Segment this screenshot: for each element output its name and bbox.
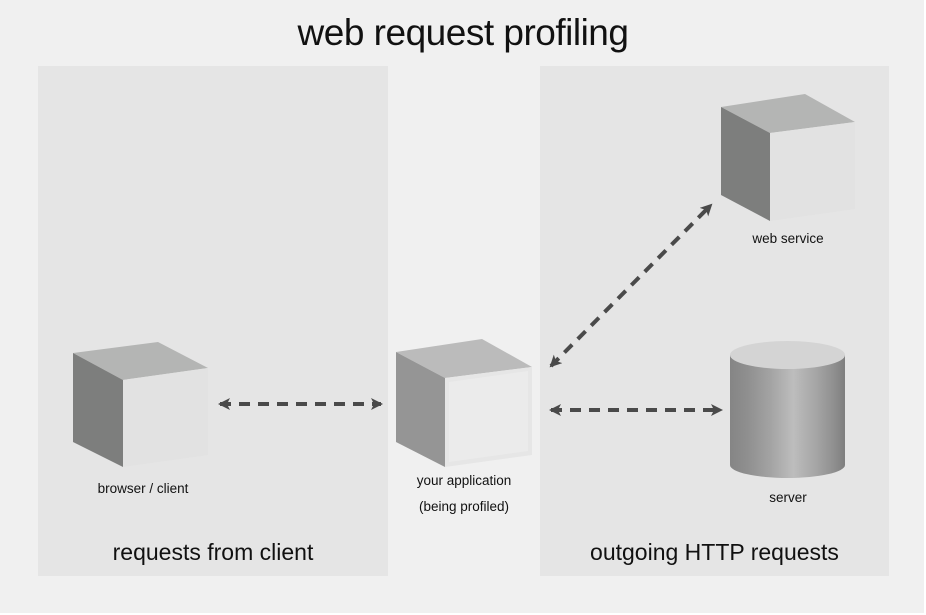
cylinder-body bbox=[730, 355, 845, 478]
cylinder-top bbox=[730, 341, 845, 369]
cube-front-face bbox=[770, 122, 855, 221]
arrow-app-to-web-service bbox=[549, 203, 713, 368]
panel-caption-right: outgoing HTTP requests bbox=[590, 539, 839, 565]
browser-cube-icon bbox=[73, 342, 208, 467]
cube-top-face bbox=[396, 339, 532, 378]
cube-side-face bbox=[396, 352, 445, 467]
cube-front-face-inner bbox=[449, 371, 528, 462]
web-service-cube-icon bbox=[721, 94, 855, 221]
diagram-title: web request profiling bbox=[297, 12, 629, 53]
server-label: server bbox=[769, 490, 807, 505]
panel-requests-from-client: requests from client bbox=[38, 66, 388, 576]
browser-label: browser / client bbox=[97, 481, 189, 496]
cube-top-face bbox=[721, 94, 855, 133]
application-label-line2: (being profiled) bbox=[418, 499, 510, 514]
cube-side-face bbox=[721, 107, 770, 221]
server-cylinder-icon bbox=[730, 341, 845, 478]
web-service-label: web service bbox=[752, 231, 824, 246]
cube-top-face bbox=[73, 342, 208, 380]
application-cube-icon bbox=[396, 339, 532, 467]
application-label-line1: your application bbox=[416, 473, 512, 488]
panel-caption-left: requests from client bbox=[112, 539, 314, 565]
cube-side-face bbox=[73, 353, 123, 467]
cube-front-face bbox=[123, 368, 208, 467]
